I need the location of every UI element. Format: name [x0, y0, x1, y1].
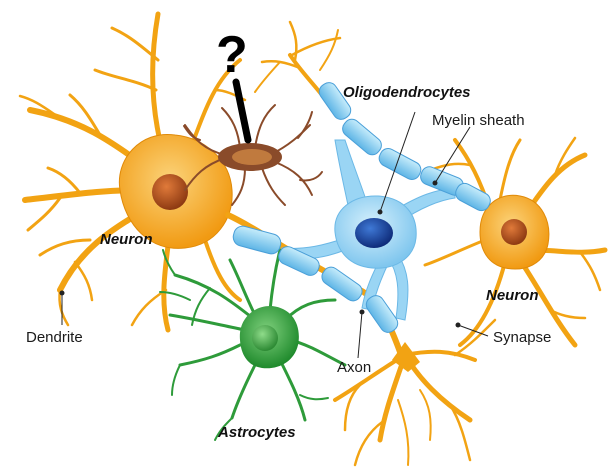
neuron-right-nucleus — [501, 219, 527, 245]
myelin-segments — [232, 82, 491, 333]
question-mark-pointer — [232, 78, 252, 144]
myelin-segment — [365, 295, 399, 333]
label-dendrite: Dendrite — [26, 329, 83, 346]
microglia-nucleus — [232, 149, 272, 165]
astrocyte-nucleus — [252, 325, 278, 351]
myelin-segment — [232, 225, 282, 255]
label-myelin-sheath: Myelin sheath — [432, 112, 525, 129]
leader-dots — [59, 180, 461, 328]
label-synapse: Synapse — [493, 329, 551, 346]
label-neuron-right: Neuron — [486, 287, 539, 304]
question-mark: ? — [216, 26, 248, 84]
label-axon: Axon — [337, 359, 371, 376]
leader-lines — [61, 111, 489, 359]
myelin-segment — [318, 82, 352, 120]
neuron-left-nucleus — [152, 174, 188, 210]
label-oligodendrocytes: Oligodendrocytes — [343, 84, 471, 101]
neuron-bottom-body — [392, 342, 420, 372]
label-astrocytes: Astrocytes — [217, 424, 296, 441]
myelin-segment — [278, 246, 320, 276]
myelin-segment — [321, 266, 363, 302]
oligodendrocyte-nucleus — [355, 218, 393, 248]
label-neuron-left: Neuron — [100, 231, 153, 248]
myelin-segment — [378, 148, 422, 180]
myelin-segment — [342, 118, 382, 156]
myelin-segment — [455, 182, 491, 212]
